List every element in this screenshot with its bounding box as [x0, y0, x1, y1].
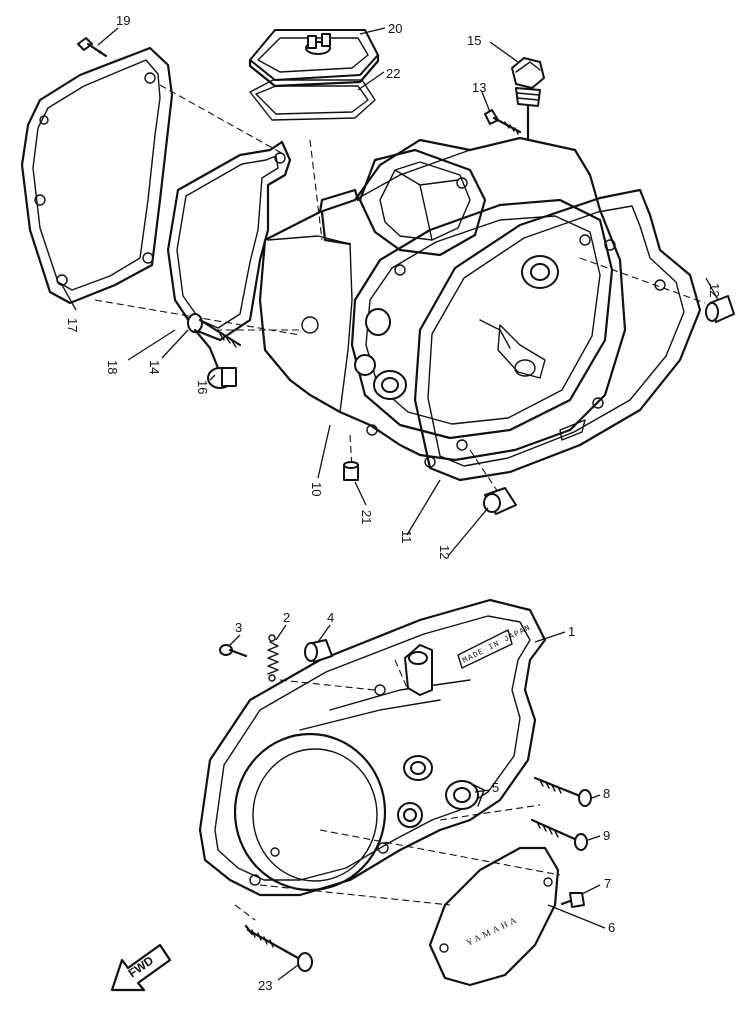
- callout-5: 5: [492, 780, 499, 795]
- callout-13: 13: [472, 80, 486, 95]
- callout-8: 8: [603, 786, 610, 801]
- alignment-lines: [94, 84, 706, 921]
- bolt-part-8: [533, 776, 592, 807]
- leader-lines: [61, 27, 719, 981]
- seal-part-22: [249, 79, 376, 121]
- dowel-part-12-upper: [705, 295, 735, 323]
- point-cover-part-6: YAMAHA: [428, 846, 560, 987]
- callout-14: 14: [147, 360, 162, 374]
- callout-22: 22: [386, 66, 400, 81]
- forward-direction-arrow: FWD: [110, 943, 172, 992]
- dowel-part-21: [343, 461, 359, 481]
- bolt-part-13: [484, 109, 522, 135]
- callout-20: 20: [388, 21, 402, 36]
- spring-part-2: [267, 634, 279, 682]
- oil-plug-part-15: [511, 57, 545, 142]
- screw-part-7: [560, 892, 585, 908]
- callout-7: 7: [604, 876, 611, 891]
- cover-brand-text: YAMAHA: [464, 914, 520, 948]
- callout-4: 4: [327, 610, 334, 625]
- oil-seal-part-5: [445, 780, 485, 810]
- plug-part-16: [193, 328, 237, 389]
- callout-12-lower: 12: [437, 545, 452, 559]
- callout-11: 11: [399, 530, 414, 544]
- crankcase-cover-part-10: [258, 136, 627, 462]
- pin-part-3: [219, 644, 248, 658]
- callout-9: 9: [603, 828, 610, 843]
- bolt-part-9: [530, 818, 588, 851]
- bolt-part-14: [187, 313, 242, 348]
- callout-17: 17: [65, 318, 80, 332]
- gasket-part-11: [413, 188, 702, 482]
- callout-15: 15: [467, 33, 481, 48]
- callout-12-upper: 12: [707, 283, 722, 297]
- callout-1: 1: [568, 624, 575, 639]
- cover-stamp-text: MADE IN JAPAN: [461, 623, 532, 665]
- screw-part-19: [77, 37, 108, 58]
- callout-21: 21: [359, 510, 374, 524]
- callout-3: 3: [235, 620, 242, 635]
- bolt-part-23: [244, 924, 313, 972]
- fwd-label: FWD: [126, 953, 157, 980]
- gasket-part-18: [166, 140, 292, 342]
- callout-18: 18: [105, 360, 120, 374]
- dowel-part-12-lower: [483, 487, 517, 515]
- case-cover-part-1: MADE IN JAPAN: [198, 598, 547, 897]
- callout-23: 23: [258, 978, 272, 993]
- cap-part-20: [248, 29, 380, 88]
- callout-6: 6: [608, 920, 615, 935]
- callout-2: 2: [283, 610, 290, 625]
- bush-part-4: [304, 639, 333, 663]
- callout-19: 19: [116, 13, 130, 28]
- callout-numbers: 19 20 22 15 13 12 17 18 14 16 10 21 11 1…: [65, 13, 722, 993]
- callout-10: 10: [309, 482, 324, 496]
- cover-part-17: [20, 46, 174, 305]
- callout-16: 16: [195, 380, 210, 394]
